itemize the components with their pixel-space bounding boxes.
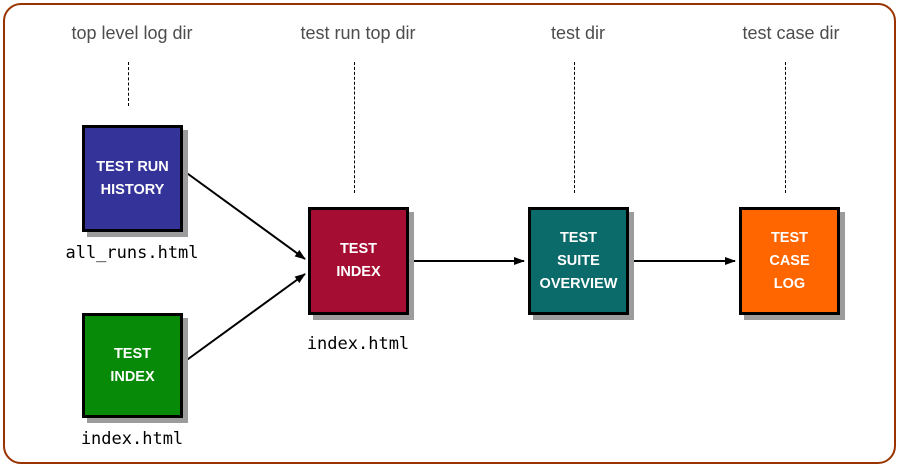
node-test-run-history-label: TEST RUN HISTORY <box>96 158 169 198</box>
node-test-suite-overview: TEST SUITE OVERVIEW <box>528 207 629 315</box>
file-label-all-runs-html: all_runs.html <box>65 243 199 263</box>
column-header-test-run-top-dir: test run top dir <box>300 23 416 43</box>
dashed-line-test-case-dir <box>785 62 786 193</box>
node-test-index-run-label: TEST INDEX <box>336 241 381 280</box>
file-label-index-html-top: index.html <box>80 429 184 449</box>
node-test-run-history: TEST RUN HISTORY <box>82 125 183 232</box>
node-test-index-run: TEST INDEX <box>308 207 409 315</box>
column-header-test-dir: test dir <box>550 23 606 43</box>
dashed-line-test-run-top-dir <box>354 62 355 193</box>
column-header-test-case-dir: test case dir <box>742 23 840 43</box>
node-test-case-log-label: TEST CASE LOG <box>769 229 810 292</box>
node-test-case-log: TEST CASE LOG <box>739 207 840 315</box>
file-label-index-html-run: index.html <box>306 334 410 354</box>
node-test-suite-overview-label: TEST SUITE OVERVIEW <box>539 229 618 292</box>
node-test-index-top-label: TEST INDEX <box>110 345 155 385</box>
column-header-top-level-log-dir: top level log dir <box>71 23 193 43</box>
dashed-line-top-level-log-dir <box>128 62 129 106</box>
dashed-line-test-dir <box>574 62 575 193</box>
node-test-index-top: TEST INDEX <box>82 313 183 418</box>
